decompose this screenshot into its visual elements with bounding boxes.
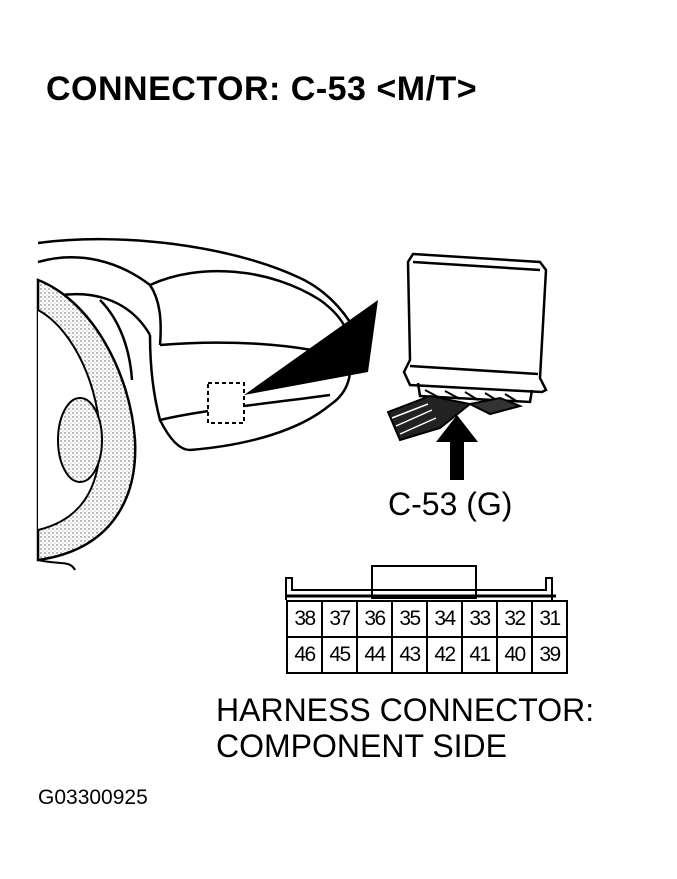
pin-cell: 37 xyxy=(321,600,358,638)
figure-code: G03300925 xyxy=(38,786,148,809)
harness-plug xyxy=(386,394,524,442)
caption-line-1: HARNESS CONNECTOR: xyxy=(216,692,595,728)
connector-housing xyxy=(285,565,556,600)
pin-cell: 44 xyxy=(356,636,393,674)
pin-cell: 35 xyxy=(391,600,428,638)
pin-cell: 41 xyxy=(461,636,498,674)
pin-cell: 43 xyxy=(391,636,428,674)
module-location-marker xyxy=(207,382,245,424)
pin-cell: 36 xyxy=(356,600,393,638)
callout-wedge xyxy=(244,300,378,395)
pin-row-bottom: 46 45 44 43 42 41 40 39 xyxy=(286,636,568,674)
pin-cell: 38 xyxy=(286,600,323,638)
pin-cell: 33 xyxy=(461,600,498,638)
pin-cell: 45 xyxy=(321,636,358,674)
view-caption: HARNESS CONNECTOR: COMPONENT SIDE xyxy=(216,692,594,764)
diagram-title: CONNECTOR: C-53 <M/T> xyxy=(46,70,478,108)
pin-cell: 34 xyxy=(426,600,463,638)
control-module xyxy=(402,252,548,404)
pin-cell: 46 xyxy=(286,636,323,674)
pin-cell: 32 xyxy=(496,600,533,638)
connector-id-label: C-53 (G) xyxy=(388,486,513,522)
steering-wheel xyxy=(36,278,137,571)
pin-cell: 39 xyxy=(531,636,568,674)
caption-line-2: COMPONENT SIDE xyxy=(216,728,507,764)
connector-pin-grid: 38 37 36 35 34 33 32 31 46 45 44 43 42 4… xyxy=(286,600,568,674)
pin-cell: 42 xyxy=(426,636,463,674)
dashboard-outline xyxy=(37,237,362,452)
pin-row-top: 38 37 36 35 34 33 32 31 xyxy=(286,600,568,638)
up-arrow xyxy=(436,415,478,480)
pin-cell: 40 xyxy=(496,636,533,674)
pin-cell: 31 xyxy=(531,600,568,638)
